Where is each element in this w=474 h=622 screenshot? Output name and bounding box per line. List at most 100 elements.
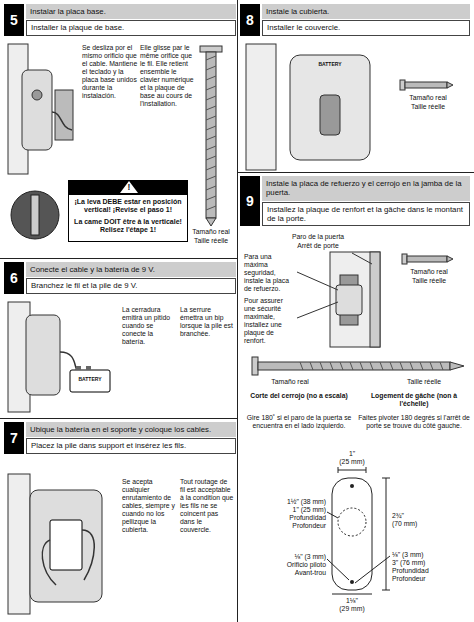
step-title-es: Instale la placa de refuerzo y el cerroj… [262,176,470,201]
text-label: Se desliza por el mismo orificio que el … [82,44,138,100]
cover [290,55,370,160]
text-label: (25 mm) [330,458,374,466]
leader-line [297,302,338,318]
step-number: 5 [4,4,24,36]
heading-label: BATTERY [72,377,108,383]
step5-art [8,44,222,239]
step-title-es: Ubique la batería en el soporte y coloqu… [26,422,236,437]
battery [70,370,110,392]
text-label: Pour assurer une sécurité maximale, inst… [244,297,296,345]
warning-bar [68,180,188,194]
divider [237,0,238,622]
divider [0,418,237,419]
thumbturn [320,95,340,135]
pilot-hole [350,580,354,584]
battery-terminal [76,366,81,370]
text-label: Taille réelle [396,103,460,111]
text-label: Taille réelle [384,378,464,386]
screw-shank [407,256,447,262]
warning-symbol: ! [124,182,134,192]
text-label: 1" [330,450,374,458]
cable [52,112,72,130]
strike-outline [332,478,372,590]
step-title-fr: Installez la plaque de renfort et la gâc… [262,202,470,227]
door-edge [246,44,276,170]
leader-line [355,556,390,583]
screw-shank [206,52,216,218]
dimension-line [386,478,387,590]
pilot-hole [350,484,354,488]
text-label: La cerradura emitirá un pitido cuando se… [122,306,176,346]
text-label: Profondeur [392,575,462,583]
keypad-back [30,490,102,602]
leader-line [352,253,372,264]
text-label: 1½" (38 mm) [254,498,326,506]
text-label: ⅛" (3 mm) [254,553,326,561]
wires [42,530,94,585]
step-title-fr: Branchez le fil et la pile de 9 V. [26,278,236,293]
screw-tip [206,218,216,226]
long-screw-head [252,357,258,375]
dimension-line [332,594,372,595]
cam [11,191,59,239]
divider [0,258,237,259]
heading-label: Logement de gâche (non à l'échelle) [358,392,470,408]
screw-tip [447,256,453,262]
bolt-hole [338,508,366,536]
text-label: Para una máxima seguridad, instale la pl… [244,253,296,293]
step-number: 7 [4,422,24,454]
text-label: 1⅛" [330,597,374,605]
leader-line [327,559,349,580]
step-header: 9Instale la placa de refuerzo y el cerro… [240,176,470,226]
text-label: Tamaño real [396,268,462,276]
dimension-tick [338,467,339,473]
text-label: Taille réelle [186,237,236,245]
leader-line [327,512,338,518]
step-title-fr: Installer le couvercle. [262,20,470,35]
door-jamb [330,252,380,347]
step-number: 8 [240,4,260,36]
dimension-line [338,470,366,471]
step-header: 6Conecte el cable y la batería de 9 V.Br… [4,262,236,294]
text-label: Gire 180˚ si el paro de la puerta se enc… [244,414,354,430]
text-label: 2¾" [392,512,452,520]
long-screw-thread [300,362,443,370]
keypad [26,315,60,395]
battery [50,520,82,570]
screw-head [402,254,407,264]
text-label: ⅛" (3 mm) [392,551,462,559]
text-label: Taille réelle [396,277,462,285]
step-header: 5Instalar la placa base.Installer la pla… [4,4,236,36]
screw-head [200,46,222,52]
screw-head [400,80,405,90]
heading-label: Corte del cerrojo (no a escala) [244,392,354,400]
divider [238,172,474,173]
step-number: 6 [4,262,24,294]
text-label: Tout routage de fil est acceptable à la … [180,478,234,534]
step6-art [8,302,110,412]
dimension-tick [382,478,390,479]
text-label: Tamaño real [396,94,460,102]
heading-label: BATTERY [305,62,355,68]
step-header: 7Ubique la batería en el soporte y coloq… [4,422,236,454]
step-title-es: Instalar la placa base. [26,4,236,19]
dimension-tick [366,467,367,473]
text-label: Paro de la puerta [276,233,360,241]
text-label: Faites pivoter 180 degrés si l'arrêt de … [358,414,470,430]
text-label: (29 mm) [330,605,374,613]
keypad [22,70,52,150]
strike [336,285,362,315]
text-label: Se acepta cualquier enrutamiento de cabl… [122,478,178,534]
long-screw-shank [258,362,450,370]
text-label: Profundidad [392,567,462,575]
text-label: Tamaño real [186,228,236,236]
leader-line [297,272,338,290]
step-title-es: Instale la cubierta. [262,4,470,19]
text-label: 3" (76 mm) [392,559,462,567]
battery-terminal [86,366,91,370]
step-header: 8Instale la cubierta.Installer le couver… [240,4,470,36]
text-label: Profundidad [254,514,326,522]
step-number: 9 [240,176,260,226]
